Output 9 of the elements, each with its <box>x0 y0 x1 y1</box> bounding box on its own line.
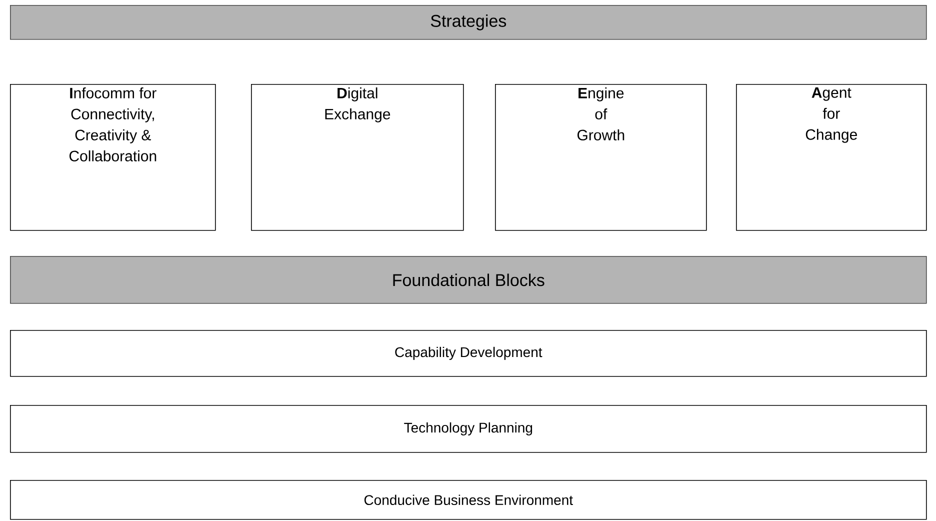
foundation-bar: Technology Planning <box>10 405 927 453</box>
strategy-box: Agent for Change <box>736 84 927 231</box>
heading-bar: Strategies <box>10 5 927 40</box>
foundation-bar: Capability Development <box>10 330 927 377</box>
foundation-bar: Conducive Business Environment <box>10 480 927 520</box>
strategy-box: Engine of Growth <box>495 84 707 231</box>
strategy-box: Infocomm for Connectivity, Creativity & Collaboration <box>10 84 216 231</box>
strategy-box: Digital Exchange <box>251 84 464 231</box>
heading-bar: Foundational Blocks <box>10 256 927 304</box>
